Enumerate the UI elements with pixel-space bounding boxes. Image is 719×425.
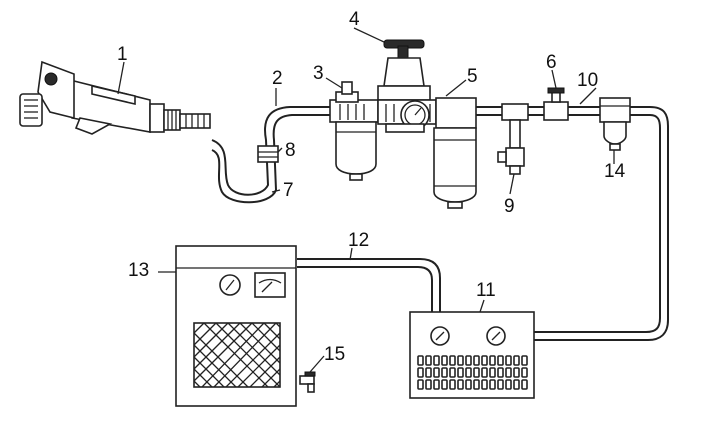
inline-filter — [599, 97, 631, 151]
vent-slot — [457, 355, 464, 366]
vent-slot — [497, 379, 504, 390]
drain-valve — [497, 103, 529, 175]
label-4: 4 — [349, 9, 360, 30]
vent-slot — [433, 367, 440, 378]
vent-slot — [505, 367, 512, 378]
vent-slot — [441, 379, 448, 390]
vent-slot — [505, 379, 512, 390]
vent-slot — [465, 379, 472, 390]
vent-slot — [521, 379, 528, 390]
label-5: 5 — [467, 66, 478, 87]
pipe-10 — [475, 106, 669, 341]
vent-slot — [449, 355, 456, 366]
vent-slot — [441, 367, 448, 378]
vent-slot — [449, 367, 456, 378]
vent-slot — [425, 379, 432, 390]
pressure-regulator — [377, 39, 437, 133]
vent-slot — [489, 379, 496, 390]
vent-slot — [425, 355, 432, 366]
label-9: 9 — [504, 196, 515, 217]
compressor-vents — [417, 355, 528, 390]
label-12: 12 — [348, 230, 369, 251]
ball-valve — [543, 87, 569, 121]
vent-slot — [417, 367, 424, 378]
label-3: 3 — [313, 63, 324, 84]
label-7: 7 — [283, 180, 294, 201]
vent-slot — [433, 379, 440, 390]
vent-slot — [473, 355, 480, 366]
vent-slot — [441, 355, 448, 366]
vent-slot — [465, 355, 472, 366]
label-8: 8 — [285, 140, 296, 161]
vent-slot — [497, 355, 504, 366]
label-15: 15 — [324, 344, 345, 365]
vent-slot — [521, 367, 528, 378]
air-tool — [19, 60, 211, 135]
vent-slot — [417, 355, 424, 366]
lubricator-unit — [433, 97, 477, 209]
dryer-grille-mesh — [193, 322, 281, 388]
vent-slot — [497, 367, 504, 378]
vent-slot — [473, 367, 480, 378]
vent-slot — [513, 355, 520, 366]
vent-slot — [457, 379, 464, 390]
label-1: 1 — [117, 44, 128, 65]
label-6: 6 — [546, 52, 557, 73]
label-14: 14 — [604, 161, 626, 182]
air-dryer — [175, 245, 316, 407]
vent-slot — [489, 367, 496, 378]
vent-slot — [505, 355, 512, 366]
vent-slot — [417, 379, 424, 390]
hose-2-7 — [211, 106, 330, 204]
vent-slot — [481, 379, 488, 390]
label-13: 13 — [128, 260, 149, 281]
vent-slot — [473, 379, 480, 390]
vent-slot — [513, 379, 520, 390]
vent-slot — [481, 367, 488, 378]
vent-slot — [457, 367, 464, 378]
label-10: 10 — [577, 70, 598, 91]
vent-slot — [513, 367, 520, 378]
label-2: 2 — [272, 68, 283, 89]
label-11: 11 — [476, 280, 496, 301]
leader-lines — [117, 27, 615, 373]
vent-slot — [465, 367, 472, 378]
vent-slot — [433, 355, 440, 366]
vent-slot — [489, 355, 496, 366]
vent-slot — [449, 379, 456, 390]
pipe-12 — [297, 258, 441, 312]
filter-unit — [329, 81, 379, 181]
vent-slot — [521, 355, 528, 366]
hose-coupler — [257, 145, 279, 163]
vent-slot — [481, 355, 488, 366]
vent-slot — [425, 367, 432, 378]
